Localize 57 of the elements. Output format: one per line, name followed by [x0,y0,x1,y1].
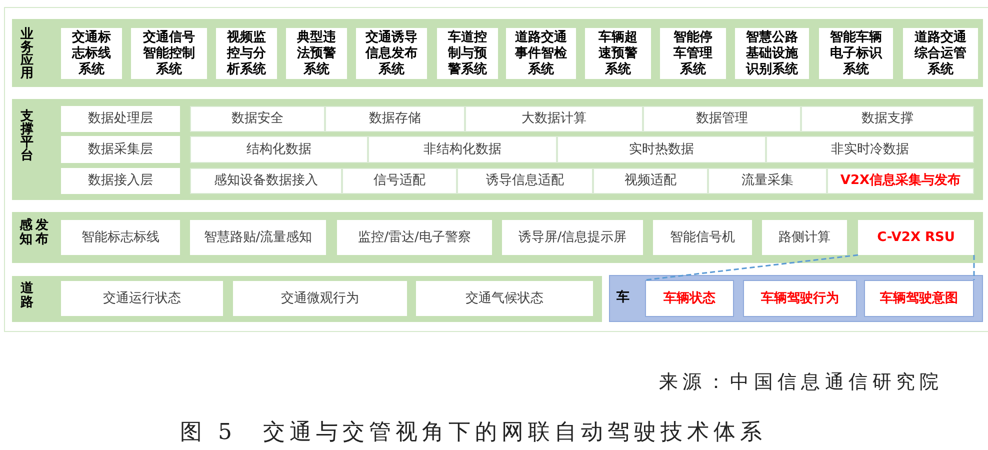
row-header: 数据处理层 [61,106,180,132]
data-cell: 诱导信息适配 [457,168,593,194]
layer-band [12,19,983,87]
layer-band [609,275,983,322]
layer-band [12,99,983,200]
data-cell: 感知设备数据接入 [190,168,342,194]
system-box: 智慧公路基础设施识别系统 [735,28,809,79]
system-box: 智能停车管理系统 [660,28,726,79]
data-cell: 非结构化数据 [368,136,557,163]
device-box: 智能标志标线 [61,220,180,255]
vehicle-state-box: 车辆状态 [645,280,734,317]
connector-line [644,254,858,281]
road-state-box: 交通气候状态 [416,281,593,316]
layer-label: 感知发布 [19,219,49,247]
data-cell: 实时热数据 [557,136,766,163]
data-cell: 信号适配 [342,168,457,194]
data-cell: 视频适配 [593,168,708,194]
system-box: 智能车辆电子标识系统 [819,28,893,79]
row-header: 数据接入层 [61,168,180,194]
device-box: 智能信号机 [653,220,752,255]
device-box: 智慧路贴/流量感知 [190,220,326,255]
data-cell: 数据安全 [190,106,325,132]
data-cell: 非实时冷数据 [766,136,974,163]
device-box: 诱导屏/信息提示屏 [502,220,643,255]
source-note: 来源：中国信息通信研究院 [659,371,944,393]
system-box: 道路交通综合运管系统 [903,28,978,79]
layer-label: 道路 [20,282,34,310]
vehicle-state-box: 车辆驾驶意图 [864,280,974,317]
connector-line [973,255,975,280]
figure-caption: 图 5 交通与交管视角下的网联自动驾驶技术体系 [180,421,766,445]
device-box: 监控/雷达/电子警察 [337,220,492,255]
system-box: 车道控制与预警系统 [437,28,498,79]
data-cell: 数据支撑 [801,106,974,132]
layer-label: 支撑平台 [20,110,34,162]
system-box: 典型违法预警系统 [286,28,347,79]
layer-label: 业务应用 [20,28,34,80]
device-box: C-V2X RSU [858,220,974,255]
vehicle-state-box: 车辆驾驶行为 [743,280,857,317]
device-box: 路侧计算 [762,220,847,255]
row-header: 数据采集层 [61,136,180,163]
layer-band [12,212,983,263]
system-box: 交通信号智能控制系统 [131,28,207,79]
data-cell: 数据管理 [643,106,801,132]
layer-label: 车 [616,291,630,305]
system-box: 道路交通事件智检系统 [506,28,576,79]
system-box: 交通诱导信息发布系统 [356,28,427,79]
road-state-box: 交通微观行为 [233,281,407,316]
road-state-box: 交通运行状态 [61,281,223,316]
system-box: 视频监控与分析系统 [216,28,277,79]
system-box: 车辆超速预警系统 [585,28,651,79]
data-cell: 流量采集 [708,168,827,194]
data-cell: 数据存储 [325,106,465,132]
system-box: 交通标志标线系统 [61,28,122,79]
layer-band [12,276,602,322]
data-cell: 大数据计算 [465,106,643,132]
data-cell: V2X信息采集与发布 [827,168,974,194]
data-cell: 结构化数据 [190,136,368,163]
